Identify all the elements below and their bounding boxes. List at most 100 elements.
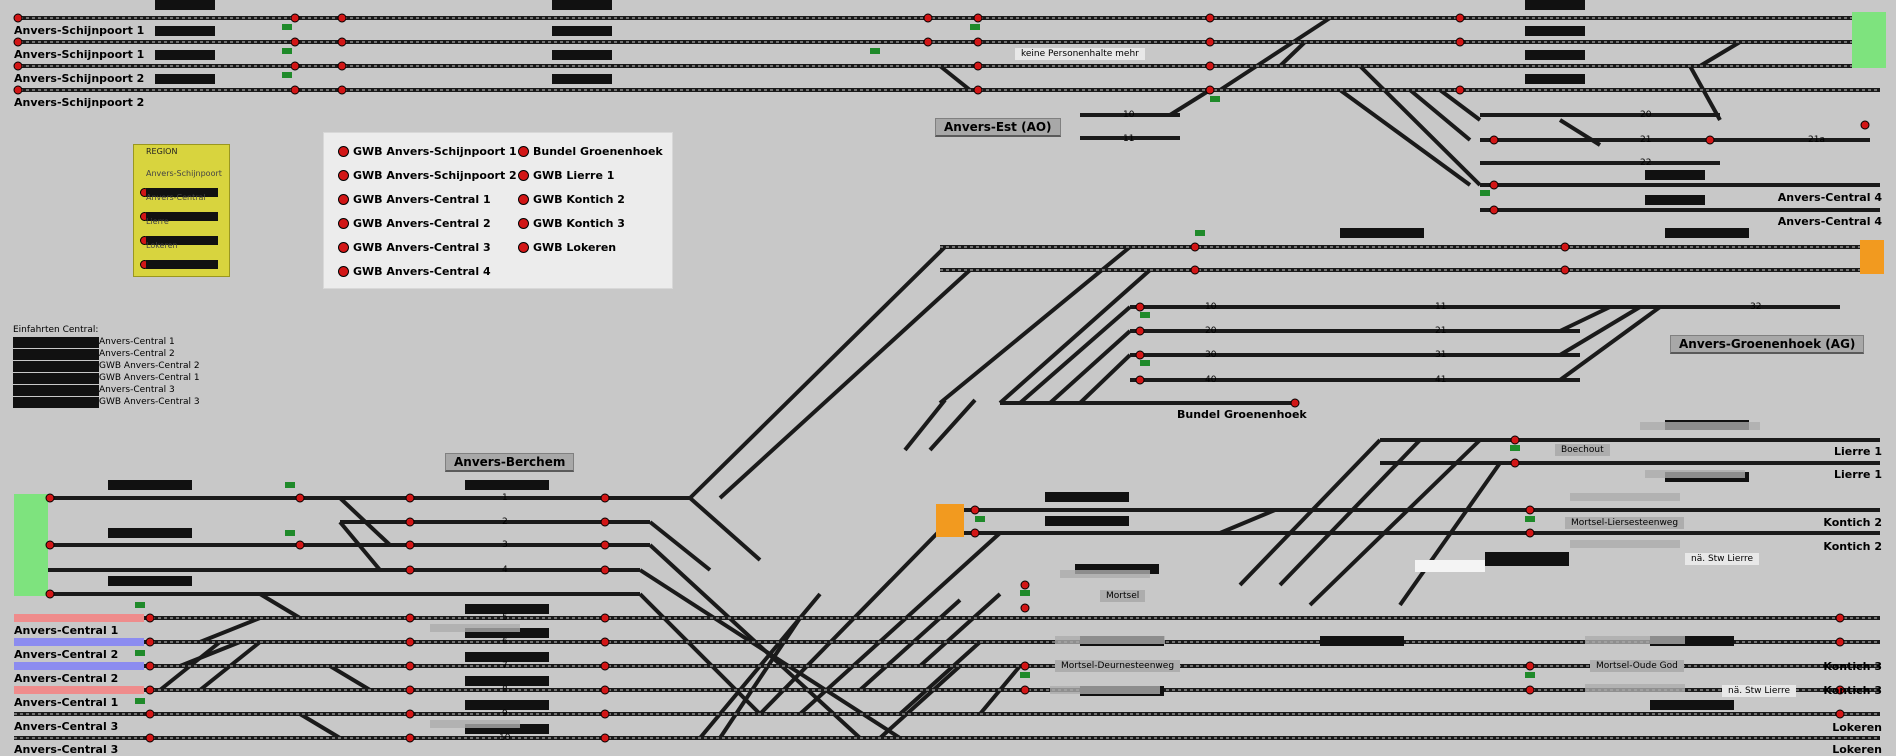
legend-item-label: GWB Kontich 3 (533, 217, 625, 230)
signal-icon (518, 146, 529, 157)
legend-item[interactable]: GWB Anvers-Schijnpoort 2 (338, 169, 517, 182)
station-anvers-berchem[interactable]: Anvers-Berchem (445, 453, 575, 472)
einfahrten-panel: Einfahrten Central: Anvers-Central 1 Anv… (13, 325, 200, 408)
legend-item-label: GWB Anvers-Central 3 (353, 241, 491, 254)
track-number-upper-20: 20 (1640, 110, 1652, 120)
signal-lamps-green (135, 24, 1535, 704)
label-anvers-central-4b: Anvers-Central 4 (1777, 215, 1882, 228)
label-anvers-schijnpoort-2a: Anvers-Schijnpoort 2 (14, 72, 145, 85)
legend-panel: GWB Anvers-Schijnpoort 1 GWB Anvers-Schi… (323, 132, 673, 289)
legend-item[interactable]: GWB Anvers-Central 2 (338, 217, 491, 230)
label-lierre-1b: Lierre 1 (1833, 468, 1882, 481)
track-number-bundel-20: 20 (1205, 326, 1217, 336)
einfahrten-title: Einfahrten Central: (13, 325, 99, 335)
track-number-bundel-41: 41 (1435, 375, 1447, 385)
einfahrt-display[interactable] (13, 397, 99, 408)
signal-icon (518, 194, 529, 205)
track-number-berchem-4: 4 (502, 565, 508, 575)
signal-icon (338, 218, 349, 229)
legend-item[interactable]: GWB Anvers-Schijnpoort 1 (338, 145, 517, 158)
legend-item[interactable]: GWB Anvers-Central 3 (338, 241, 491, 254)
label-kontich-3b: Kontich 3 (1823, 684, 1882, 697)
track-number-berchem-5: 5 (502, 613, 508, 623)
legend-item-label: GWB Lokeren (533, 241, 617, 254)
legend-item[interactable]: GWB Anvers-Central 4 (338, 265, 491, 278)
einfahrt-label: GWB Anvers-Central 3 (99, 397, 200, 407)
note-keine-personenhalte: keine Personenhalte mehr (1015, 48, 1145, 60)
track-number-upper-11: 11 (1123, 134, 1135, 144)
platform-mortsel-oude-god: Mortsel-Oude God (1590, 660, 1684, 672)
legend-item[interactable]: GWB Lierre 1 (518, 169, 614, 182)
label-lokeren-a: Lokeren (1832, 721, 1882, 734)
label-anvers-central-1b: Anvers-Central 1 (14, 696, 119, 709)
track-dashes (14, 17, 1880, 739)
label-anvers-central-4a: Anvers-Central 4 (1777, 191, 1882, 204)
signal-icon (338, 170, 349, 181)
legend-item-label: GWB Anvers-Central 2 (353, 217, 491, 230)
einfahrt-display[interactable] (13, 373, 99, 384)
region-bar[interactable] (146, 188, 218, 197)
track-number-upper-21a: 21a (1808, 135, 1825, 145)
label-anvers-central-3b: Anvers-Central 3 (14, 743, 119, 756)
track-number-upper-21: 21 (1640, 135, 1652, 145)
signal-icon (518, 242, 529, 253)
einfahrt-label: Anvers-Central 3 (99, 385, 175, 395)
note-stw-lierre-2: nä. Stw Lierre (1722, 685, 1797, 697)
track-number-bundel-30: 30 (1205, 350, 1217, 360)
track-number-bundel-21: 21 (1435, 326, 1447, 336)
region-bar[interactable] (146, 212, 218, 221)
einfahrt-display[interactable] (13, 361, 99, 372)
einfahrt-display[interactable] (13, 337, 99, 348)
einfahrt-label: GWB Anvers-Central 2 (99, 361, 200, 371)
track-number-bundel-40: 40 (1205, 375, 1217, 385)
platform-boechout: Boechout (1555, 444, 1610, 456)
white-platform (1415, 560, 1485, 572)
track-number-upper-22: 22 (1640, 158, 1652, 168)
region-item-label: Lokeren (146, 241, 178, 250)
platform-mortsel-deurnesteenweg: Mortsel-Deurnesteenweg (1055, 660, 1181, 672)
legend-item-label: GWB Anvers-Central 1 (353, 193, 491, 206)
track-number-upper-32: 32 (1750, 302, 1762, 312)
einfahrt-display[interactable] (13, 385, 99, 396)
occupancy-blocks (14, 12, 1886, 694)
legend-item-label: GWB Kontich 2 (533, 193, 625, 206)
legend-item-label: GWB Anvers-Schijnpoort 1 (353, 145, 517, 158)
legend-item[interactable]: Bundel Groenenhoek (518, 145, 663, 158)
track-number-berchem-10: 10 (499, 733, 511, 743)
legend-item[interactable]: GWB Anvers-Central 1 (338, 193, 491, 206)
station-anvers-groenenhoek[interactable]: Anvers-Groenenhoek (AG) (1670, 335, 1865, 354)
note-stw-lierre-1: nä. Stw Lierre (1685, 553, 1760, 565)
region-panel: REGION Anvers-Schijnpoort Anvers-Central… (133, 144, 230, 277)
signal-icon (338, 194, 349, 205)
signal-icon (518, 218, 529, 229)
legend-item[interactable]: GWB Kontich 2 (518, 193, 625, 206)
signal-icon (518, 170, 529, 181)
region-item-label: Anvers-Schijnpoort (146, 169, 222, 178)
track-number-berchem-9: 9 (502, 709, 508, 719)
signal-icon (338, 146, 349, 157)
legend-item-label: GWB Anvers-Central 4 (353, 265, 491, 278)
label-anvers-central-2a: Anvers-Central 2 (14, 648, 119, 661)
label-anvers-central-3a: Anvers-Central 3 (14, 720, 119, 733)
legend-item[interactable]: GWB Kontich 3 (518, 217, 625, 230)
signal-icon (338, 266, 349, 277)
label-lokeren-b: Lokeren (1832, 743, 1882, 756)
track-number-upper-10: 10 (1123, 110, 1135, 120)
region-bar[interactable] (146, 236, 218, 245)
signals[interactable] (13, 13, 1870, 743)
label-anvers-schijnpoort-1b: Anvers-Schijnpoort 1 (14, 48, 145, 61)
platform-mortsel: Mortsel (1100, 590, 1146, 602)
einfahrt-label: Anvers-Central 1 (99, 337, 175, 347)
label-anvers-schijnpoort-2b: Anvers-Schijnpoort 2 (14, 96, 145, 109)
track-number-berchem-8: 8 (502, 685, 508, 695)
einfahrt-display[interactable] (13, 349, 99, 360)
label-anvers-central-2b: Anvers-Central 2 (14, 672, 119, 685)
station-anvers-est[interactable]: Anvers-Est (AO) (935, 118, 1061, 137)
region-bar[interactable] (146, 260, 218, 269)
region-item-label: Anvers-Central (146, 193, 206, 202)
region-item-label: Lierre (146, 217, 169, 226)
track-number-berchem-3: 3 (502, 540, 508, 550)
region-title: REGION (146, 147, 178, 156)
legend-item[interactable]: GWB Lokeren (518, 241, 616, 254)
